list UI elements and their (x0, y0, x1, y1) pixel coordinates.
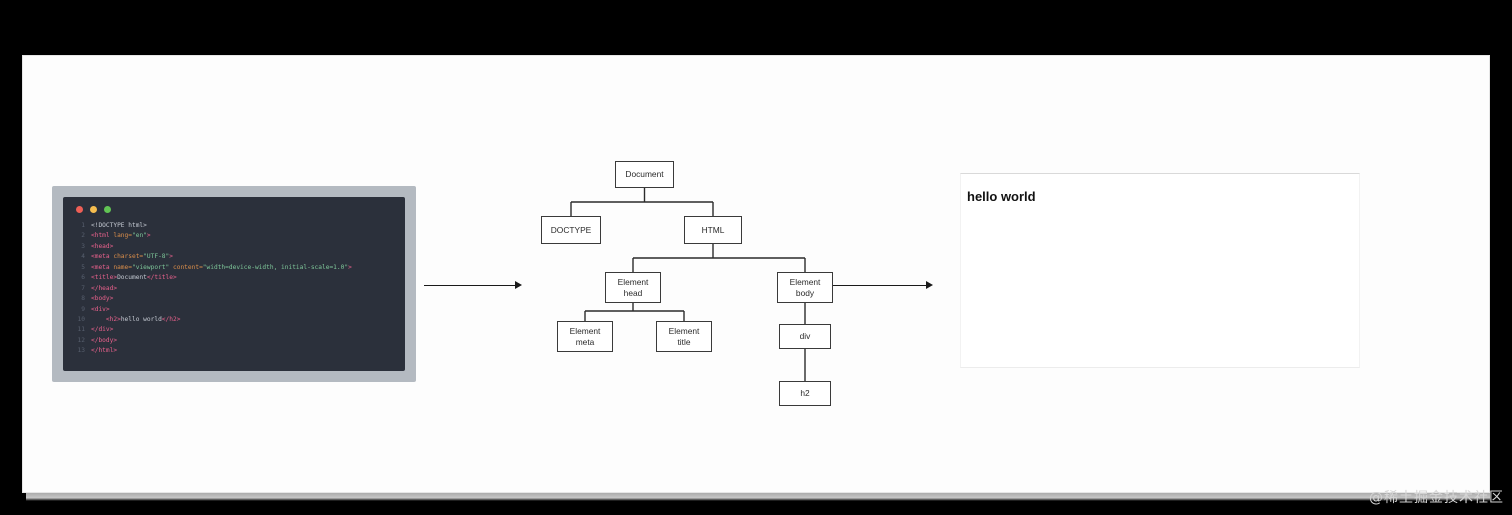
code-token: <title> (91, 274, 118, 282)
code-line: 13 </html> (63, 346, 405, 356)
tree-node-sublabel: title (677, 336, 691, 347)
code-line-number: 10 (77, 315, 85, 323)
code-token: </h2> (161, 315, 181, 323)
tree-node-div[interactable]: div (779, 324, 831, 349)
code-line-number: 3 (81, 242, 85, 250)
tree-node-sublabel: body (795, 287, 815, 298)
tree-node-label: h2 (800, 388, 810, 398)
tree-node-label: Document (625, 169, 664, 179)
code-token: charset= (113, 253, 144, 261)
code-token: <meta (91, 253, 114, 261)
code-token: </title> (146, 274, 177, 282)
tree-node-label: DOCTYPE (550, 224, 592, 235)
arrow-tree-to-preview-head (926, 281, 933, 289)
code-line-number: 5 (81, 263, 85, 271)
code-line-number: 11 (77, 326, 85, 334)
code-token: </div> (91, 326, 114, 334)
arrow-code-to-tree-head (515, 281, 522, 289)
code-line-number: 12 (77, 336, 85, 344)
code-token: "en" (132, 232, 147, 240)
code-token: > (169, 253, 173, 261)
tree-node-html[interactable]: HTML (684, 216, 742, 244)
preview-heading: hello world (967, 189, 1036, 204)
code-line-number: 9 (81, 305, 85, 313)
code-line-number: 7 (81, 284, 85, 292)
code-token: </head> (91, 284, 118, 292)
tree-node-sublabel: meta (575, 336, 595, 347)
tree-node-label: HTML (701, 224, 725, 235)
code-line: 7 </head> (63, 284, 405, 294)
code-token: <head> (91, 242, 114, 250)
code-token: Document (117, 274, 147, 282)
code-content: 1<!DOCTYPE html>2<html lang="en">3<head>… (63, 221, 405, 357)
tree-node-label: Element (569, 325, 601, 336)
code-token: "UTF-8" (143, 253, 170, 261)
code-line-number: 8 (81, 295, 85, 303)
code-token: <body> (91, 295, 114, 303)
code-line: 3 <head> (63, 242, 405, 252)
close-red-icon[interactable] (76, 206, 83, 213)
code-line: 9 <div> (63, 305, 405, 315)
code-window: 1<!DOCTYPE html>2<html lang="en">3<head>… (52, 186, 416, 382)
tree-node-label: Element (617, 276, 649, 287)
arrow-tree-to-preview-line (833, 285, 927, 286)
code-line: 11 </div> (63, 325, 405, 335)
code-token: <html (91, 232, 114, 240)
code-line: 2 <html lang="en"> (63, 231, 405, 241)
code-token: <!DOCTYPE html> (91, 222, 147, 229)
page-card-shadow (26, 493, 1490, 501)
window-traffic-lights (76, 206, 111, 213)
tree-node-label: Element (789, 276, 821, 287)
code-token (91, 316, 106, 323)
code-token: <meta (91, 263, 114, 271)
watermark: @稀土掘金技术社区 (1369, 490, 1504, 506)
code-line-number: 13 (77, 347, 85, 355)
code-token: > (348, 263, 352, 271)
code-token: lang= (113, 232, 132, 240)
code-line-number: 1 (81, 222, 85, 229)
code-line: 4 <meta charset="UTF-8"> (63, 252, 405, 262)
minimize-yellow-icon[interactable] (90, 206, 97, 213)
code-window-body: 1<!DOCTYPE html>2<html lang="en">3<head>… (63, 197, 405, 371)
code-line: 12 </body> (63, 336, 405, 346)
arrow-code-to-tree-line (424, 285, 516, 286)
code-token: <div> (91, 305, 110, 313)
code-line-number: 2 (81, 232, 85, 240)
browser-preview-panel: hello world (960, 173, 1360, 368)
tree-node-label: Element (668, 325, 700, 336)
code-line-number: 6 (81, 274, 85, 282)
code-line: 6 <title>Document</title> (63, 273, 405, 283)
code-token: "width=device-width, initial-scale=1.0" (202, 263, 349, 271)
maximize-green-icon[interactable] (104, 206, 111, 213)
code-token: > (146, 232, 151, 240)
tree-node-h2[interactable]: h2 (779, 381, 831, 406)
tree-node-sublabel: head (623, 287, 643, 298)
code-line: 1 <!DOCTYPE html> (63, 221, 405, 231)
code-line: 5 <meta name="viewport" content="width=de… (63, 263, 405, 273)
code-token: <h2> (105, 315, 121, 323)
code-token: </body> (91, 336, 118, 344)
code-token: "viewport" (132, 263, 170, 271)
code-token: hello world (120, 315, 162, 323)
code-token: </html> (91, 347, 118, 355)
code-line-number: 4 (81, 253, 85, 261)
tree-node-label: div (799, 331, 811, 341)
tree-node-doctype[interactable]: DOCTYPE (541, 216, 601, 244)
code-token: content= (169, 263, 203, 271)
code-line: 10 <h2>hello world</h2> (63, 315, 405, 325)
code-line: 8 <body> (63, 294, 405, 304)
code-token: name= (113, 263, 132, 271)
tree-node-document[interactable]: Document (615, 161, 674, 188)
